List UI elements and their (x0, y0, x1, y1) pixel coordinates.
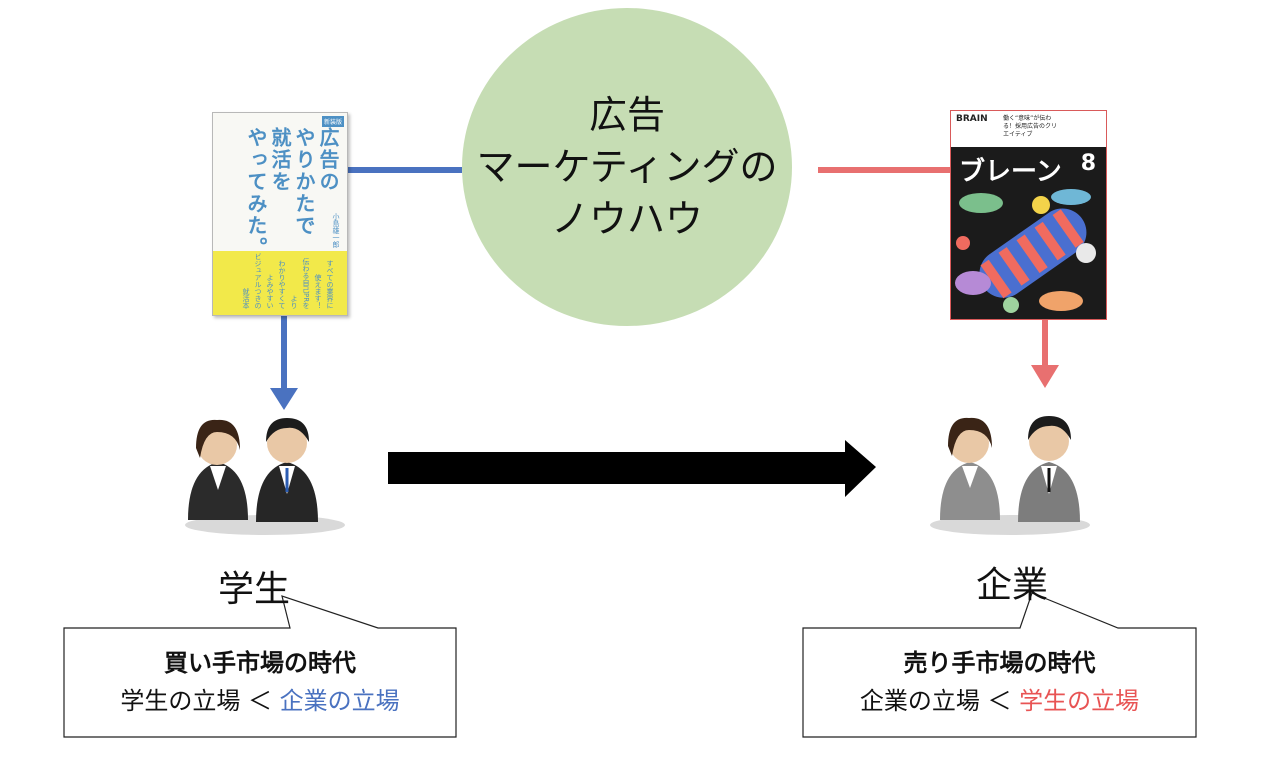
company-label: 企業 (976, 565, 1049, 606)
student-bubble-highlight: 企業の立場 (279, 687, 400, 715)
student-bubble-plain: 学生の立場 ＜ (120, 687, 280, 715)
circle-line-2: マーケティングの (476, 145, 778, 189)
book-yellow-col-8: 就活本 (242, 288, 250, 309)
company-bubble-plain: 企業の立場 ＜ (859, 687, 1020, 715)
company-bubble-line-1: 売り手市場の時代 (903, 649, 1096, 677)
left-speech-bubble (63, 595, 457, 738)
magazine-header-text: 働く“意味”が伝わる！採用広告のクリエイティブ (1003, 115, 1058, 138)
job-hunting-book-cover: 新装版 広告の やりかたで 就活を やってみた。 小島雄一郎 すべての業界に 使… (212, 112, 348, 316)
student-people-icon (185, 418, 345, 535)
company-bubble-highlight: 学生の立場 (1019, 687, 1140, 715)
marketing-knowhow-circle: 広告 マーケティングの ノウハウ (462, 8, 792, 326)
book-title-col-4: やってみた。 (244, 127, 268, 259)
book-yellow-col-5: わかりやすくて (278, 260, 286, 309)
magazine-header (951, 111, 1106, 147)
circle-line-3: ノウハウ (550, 197, 703, 241)
book-author: 小島雄一郎 (332, 213, 340, 248)
magazine-cover-art (951, 183, 1106, 319)
book-badge: 新装版 (321, 116, 344, 127)
book-yellow-col-6: よみやすい (266, 274, 274, 309)
circle-line-1: 広告 (588, 93, 665, 137)
book-yellow-band (213, 251, 347, 315)
company-bubble-line-2: 企業の立場 ＜ 学生の立場 (803, 682, 1196, 720)
right-speech-bubble (802, 592, 1197, 738)
book-title-col-3: 就活を (268, 127, 292, 193)
red-down-arrow-head (1031, 365, 1059, 388)
book-yellow-col-2: 使えます！ (314, 274, 322, 309)
book-yellow-col-3: 伝わる自己PRを (302, 257, 310, 309)
magazine-title: ブレーン (959, 157, 1062, 187)
student-bubble-line-2: 学生の立場 ＜ 企業の立場 (64, 682, 456, 720)
brain-magazine-cover: BRAIN 働く“意味”が伝わる！採用広告のクリエイティブ ブレーン 8 (950, 110, 1107, 320)
book-yellow-col-7: ビジュアルつきの (254, 253, 262, 309)
book-title-col-2: やりかたで (292, 127, 316, 237)
magazine-brain-logo: BRAIN (956, 114, 988, 124)
magazine-issue-number: 8 (1080, 151, 1096, 176)
big-right-arrow (388, 440, 876, 497)
company-people-icon (930, 416, 1090, 535)
student-bubble-line-1: 買い手市場の時代 (164, 649, 356, 677)
student-bubble-text: 買い手市場の時代 学生の立場 ＜ 企業の立場 (64, 644, 456, 720)
book-yellow-col-4: より (290, 295, 298, 309)
book-title-col-1: 広告の (316, 127, 340, 193)
blue-down-arrow-head (270, 388, 298, 410)
book-yellow-col-1: すべての業界に (326, 260, 334, 309)
student-label: 学生 (218, 569, 291, 610)
company-bubble-text: 売り手市場の時代 企業の立場 ＜ 学生の立場 (803, 644, 1196, 720)
